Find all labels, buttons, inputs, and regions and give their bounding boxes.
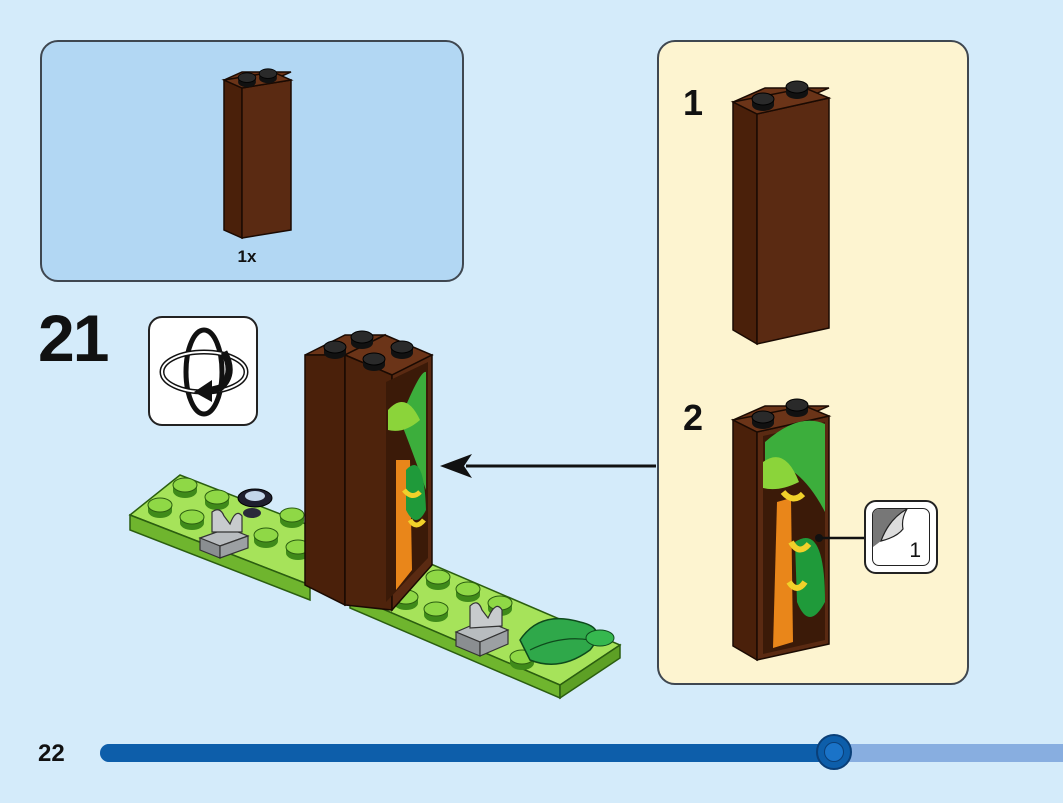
attach-arrow-icon bbox=[440, 454, 656, 478]
grey-clip-left bbox=[198, 509, 250, 559]
sticker-number: 1 bbox=[909, 539, 921, 562]
subassembly-panel: 1 2 bbox=[657, 40, 969, 685]
substep-number: 1 bbox=[683, 82, 704, 123]
brick-1x2x5-brown bbox=[221, 68, 294, 240]
sticker-sheet: 1 bbox=[872, 508, 930, 566]
grey-clip-right bbox=[454, 602, 510, 657]
progress-bar bbox=[100, 734, 1063, 770]
sticker-icon: 1 bbox=[864, 500, 938, 574]
ring-piece bbox=[237, 488, 273, 518]
progress-knob bbox=[815, 734, 852, 770]
part-quantity: 1x bbox=[237, 247, 257, 266]
page-number: 22 bbox=[38, 740, 65, 767]
rotate-model-icon bbox=[148, 316, 258, 426]
main-build-model bbox=[128, 330, 622, 700]
leaf-piece bbox=[519, 617, 615, 665]
parts-callout: 1x bbox=[40, 40, 464, 282]
palm-tree-bricks bbox=[304, 330, 434, 612]
progress-fill bbox=[100, 744, 834, 762]
step-number: 21 bbox=[38, 301, 109, 375]
substep-1-brick bbox=[730, 80, 832, 346]
substep-number: 2 bbox=[683, 397, 704, 438]
substep-2-brick-with-sticker bbox=[730, 398, 869, 662]
